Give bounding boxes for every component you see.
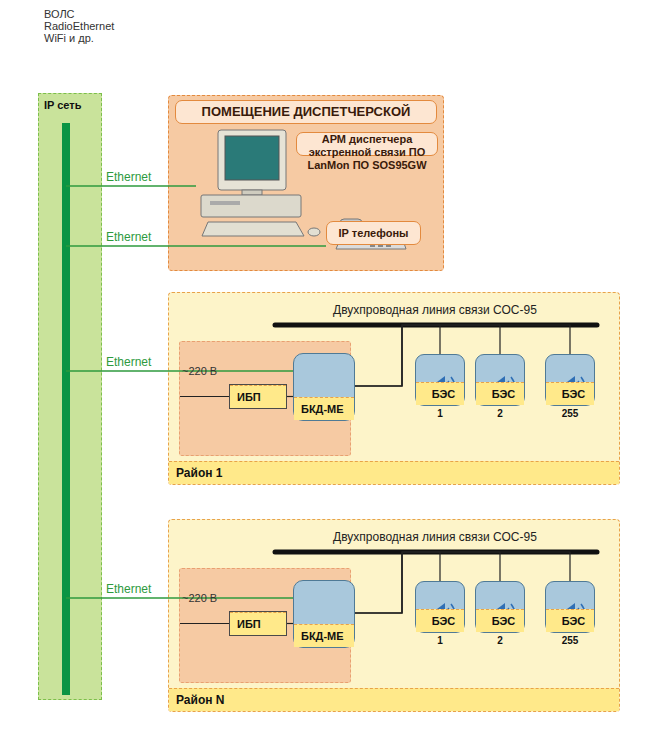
node-title: АРМ диспетчера экстренной связи ПО LanMo… — [296, 132, 438, 156]
speaker-icon — [562, 376, 585, 398]
node-title: БЭС — [546, 609, 594, 632]
power-label: ~220 В — [182, 592, 232, 604]
wire — [355, 552, 500, 613]
node-title: БЭС — [416, 609, 464, 632]
node-title: IP телефоны — [326, 221, 421, 245]
edge-label: Ethernet — [106, 230, 151, 244]
node-title: БЭС — [416, 382, 464, 405]
phone-icon — [336, 219, 406, 249]
district-box: Район N БКД-МЕ ИБП БЭС 1 БЭС 2 БЭС 255 — [168, 519, 620, 712]
edge-label: Ethernet — [106, 170, 151, 184]
wire — [355, 325, 500, 386]
wire — [287, 396, 293, 397]
node-title: БЭС — [546, 382, 594, 405]
power-label: ~220 В — [182, 365, 232, 377]
speaker-icon — [562, 603, 585, 625]
ups-box: ИБП — [229, 611, 287, 636]
node-title: IP сеть — [39, 94, 101, 111]
node-title: Район 1 — [169, 461, 619, 484]
station-number: 255 — [546, 408, 594, 419]
station-number: 1 — [416, 635, 464, 646]
speaker-icon — [432, 603, 455, 625]
station-number: 2 — [476, 408, 524, 419]
station-number: 255 — [546, 635, 594, 646]
edge-label: Ethernet — [106, 582, 151, 596]
node-title: БЭС — [476, 382, 524, 405]
ethernet-link — [66, 185, 196, 187]
wire — [355, 325, 570, 386]
speaker-icon — [432, 376, 455, 398]
node-title: ИБП — [230, 612, 286, 635]
node-title: БКД-МЕ — [294, 624, 354, 647]
room-box: ПОМЕЩЕНИЕ ДИСПЕТЧЕРСКОЙ АРМ диспетчера эк… — [168, 95, 444, 271]
district-box: Район 1 БКД-МЕ ИБП БЭС 1 БЭС 2 БЭС 255 — [168, 292, 620, 485]
station-number: 1 — [416, 408, 464, 419]
node-title: БЭС — [476, 609, 524, 632]
network-trunk — [62, 123, 70, 695]
node-title: ПОМЕЩЕНИЕ ДИСПЕТЧЕРСКОЙ — [175, 100, 437, 124]
ethernet-link — [66, 245, 326, 247]
mains-wire — [180, 623, 229, 624]
controller-box: БКД-МЕ — [293, 580, 355, 648]
speaker-icon — [492, 376, 515, 398]
ethernet-link — [66, 370, 293, 372]
wire — [355, 552, 570, 613]
station-number: 2 — [476, 635, 524, 646]
wire — [355, 325, 440, 386]
wire — [287, 623, 293, 624]
mains-wire — [180, 396, 229, 397]
node-title: Район N — [169, 688, 619, 711]
speaker-icon — [492, 603, 515, 625]
edge-label: Ethernet — [106, 355, 151, 369]
ethernet-link — [66, 597, 293, 599]
node-title: БКД-МЕ — [294, 397, 354, 420]
ups-box: ИБП — [229, 384, 287, 409]
computer-icon — [201, 130, 320, 236]
node-title: ИБП — [230, 385, 286, 408]
wire — [355, 552, 440, 613]
network-types: ВОЛС RadioEthernet WiFi и др. — [44, 8, 120, 44]
ip-phone: IP телефоны — [326, 217, 421, 269]
controller-box: БКД-МЕ — [293, 353, 355, 421]
bus-label: Двухпроводная линия связи СОС-95 — [275, 530, 595, 544]
bus-label: Двухпроводная линия связи СОС-95 — [275, 303, 595, 317]
